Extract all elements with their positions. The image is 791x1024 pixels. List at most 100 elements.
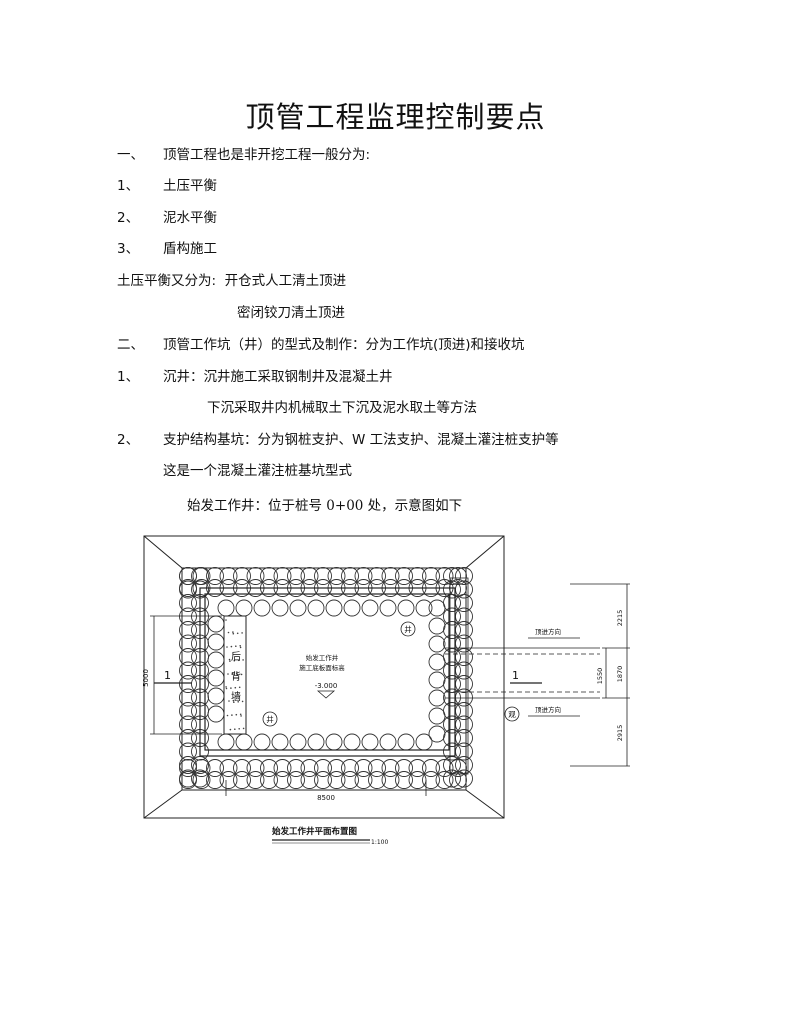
- pile-circle: [179, 675, 197, 693]
- pile-circle: [287, 567, 305, 585]
- pile-circle: [443, 661, 461, 680]
- wall-dot: [235, 713, 238, 716]
- pile-circle: [341, 771, 359, 789]
- pile-circle: [443, 715, 461, 734]
- wall-dot: [234, 686, 237, 689]
- wall-dot: [228, 658, 231, 661]
- pile-circle: [179, 567, 197, 585]
- pile-circle: [361, 599, 379, 617]
- pile-circle: [287, 771, 305, 789]
- shaft-plan-drawing: 始发工作井 施工底板面标高 -3.000 后 背 墙 井 井 观 1 1 顶进方…: [142, 535, 630, 846]
- pile-circle: [443, 580, 461, 599]
- pile-circle: [443, 769, 461, 788]
- pile-circle: [219, 771, 238, 789]
- pile-circle: [455, 675, 473, 693]
- wall-dot: [228, 700, 230, 702]
- dim-bottom: 8500: [317, 794, 335, 802]
- pile-circle: [219, 567, 238, 585]
- pile-circle: [207, 669, 225, 687]
- pile-circle: [341, 759, 359, 777]
- pile-circle: [343, 599, 361, 617]
- pile-circle: [179, 594, 197, 612]
- pile-circle: [435, 759, 454, 777]
- pile-circle: [191, 567, 209, 585]
- wall-dot: [237, 659, 240, 662]
- pile-circle: [397, 599, 415, 617]
- body-text: 土压平衡又分为: 开仓式人工清土顶进: [117, 273, 347, 289]
- pile-circle: [273, 567, 292, 585]
- pile-circle: [455, 634, 473, 653]
- pile-circle: [206, 771, 224, 789]
- body-text: 下沉采取井内机械取土下沉及泥水取土等方法: [207, 400, 477, 416]
- pile-circle: [179, 688, 197, 707]
- pile-circle: [354, 567, 373, 585]
- pile-circle: [435, 771, 454, 789]
- wall-dot: [236, 674, 238, 676]
- pile-circle: [191, 769, 209, 788]
- pile-circle: [289, 599, 307, 617]
- pile-circle: [455, 567, 473, 585]
- well-mark: 井: [266, 714, 274, 724]
- pile-circle: [428, 617, 446, 635]
- pile-circle: [455, 661, 473, 680]
- pile-circle: [179, 634, 197, 653]
- wall-dot: [239, 713, 242, 716]
- pile-circle: [300, 567, 319, 585]
- body-text: 这是一个混凝土灌注桩基坑型式: [163, 463, 352, 479]
- pile-circle: [260, 759, 278, 777]
- pile-circle: [246, 771, 265, 789]
- wall-dot: [242, 727, 245, 730]
- wall-dot: [233, 659, 236, 662]
- pile-circle: [368, 567, 386, 585]
- pile-circle: [287, 759, 305, 777]
- pile-circle: [397, 733, 415, 751]
- body-text: 密闭铰刀清土顶进: [237, 305, 345, 321]
- dimension-lines: [150, 583, 630, 796]
- back-wall: [223, 615, 247, 735]
- pile-circle: [455, 702, 473, 720]
- wall-dot: [230, 687, 232, 689]
- pile-circle: [271, 733, 289, 751]
- direction-label: 顶进方向: [535, 627, 561, 636]
- pile-circle: [422, 759, 440, 777]
- item-text: 盾构施工: [163, 241, 217, 257]
- pile-circle: [455, 688, 473, 707]
- pile-circle: [179, 661, 197, 680]
- wall-char: 后: [231, 651, 241, 663]
- direction-label: 顶进方向: [535, 705, 561, 714]
- wall-dot: [239, 646, 242, 649]
- pile-circle: [260, 771, 278, 789]
- elevation-triangle-icon: [316, 690, 336, 699]
- wall-dot: [227, 631, 230, 634]
- pile-circle: [300, 771, 319, 789]
- wall-dot: [241, 700, 244, 703]
- pile-circle: [300, 759, 319, 777]
- wall-dot: [238, 728, 240, 730]
- pile-circle: [233, 567, 251, 585]
- pile-circle: [206, 759, 224, 777]
- pile-circle: [435, 567, 454, 585]
- pile-circle: [192, 771, 211, 789]
- pile-circle: [260, 567, 278, 585]
- well-mark-icon: [262, 711, 278, 727]
- pile-circle: [379, 733, 397, 751]
- pile-circle: [455, 607, 473, 626]
- wall-dot: [238, 686, 241, 689]
- pile-circle: [219, 759, 238, 777]
- wall-dot: [240, 673, 243, 676]
- pile-circle: [179, 769, 197, 788]
- pile-circle: [314, 771, 332, 789]
- pile-circle: [207, 651, 225, 669]
- pile-circle: [379, 599, 397, 617]
- wall-dot: [227, 673, 229, 675]
- pile-circle: [381, 567, 400, 585]
- pile-circle: [246, 759, 265, 777]
- pile-circle: [179, 648, 197, 666]
- pile-circle: [415, 599, 433, 617]
- dim-left: 5000: [142, 669, 150, 687]
- pile-circle: [179, 759, 197, 777]
- pile-circle: [455, 594, 473, 612]
- pile-circle: [455, 715, 473, 734]
- pile-circle: [325, 733, 343, 751]
- observe-mark-icon: [504, 706, 520, 722]
